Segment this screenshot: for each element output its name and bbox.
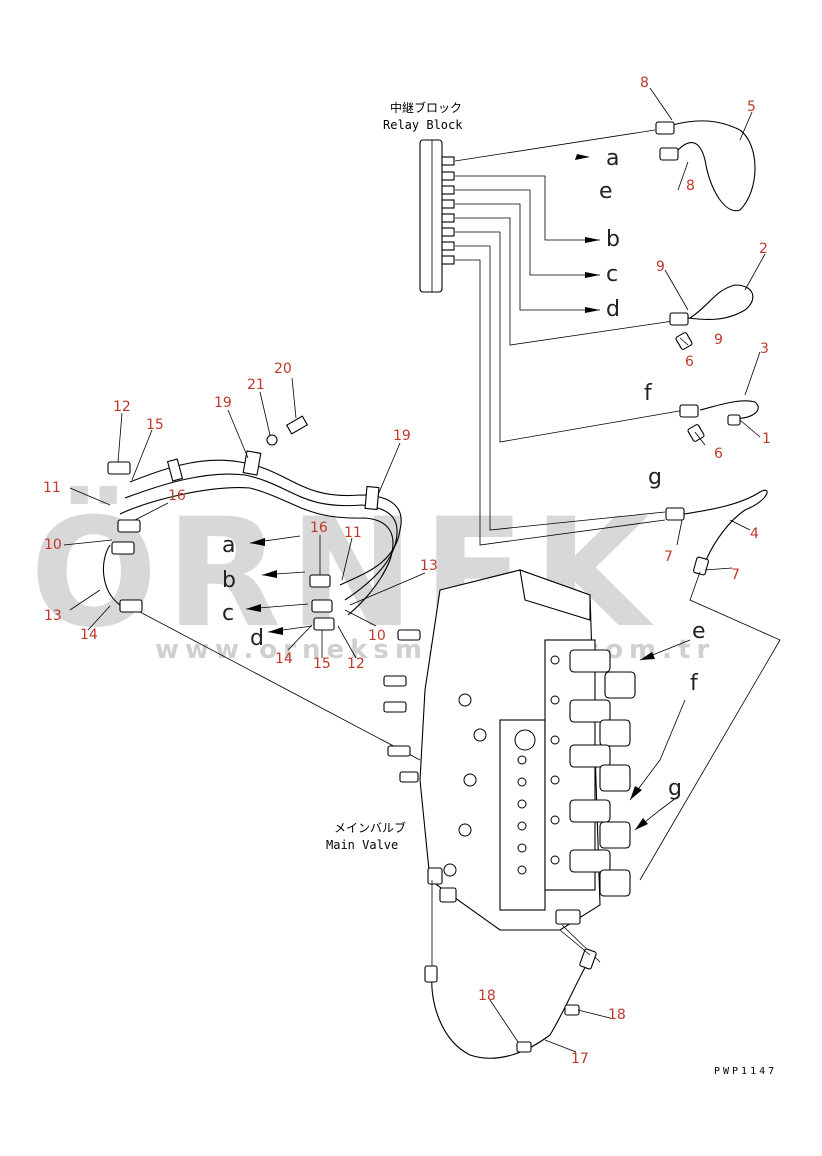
part-label-8: 8 <box>640 75 649 91</box>
part-label-10: 10 <box>368 628 386 644</box>
connection-letter-b: b <box>606 227 620 252</box>
connection-letter-e: e <box>599 179 613 204</box>
right-arrows <box>561 571 781 963</box>
washer-21 <box>266 434 278 446</box>
relay-block <box>419 139 455 293</box>
connection-letter-e: e <box>692 619 706 644</box>
part-label-17: 17 <box>571 1051 589 1067</box>
part-label-6: 6 <box>685 354 694 370</box>
main-valve <box>383 569 636 931</box>
part-label-10: 10 <box>44 537 62 553</box>
part-label-7: 7 <box>731 567 740 583</box>
part-label-1: 1 <box>762 431 771 447</box>
part-label-2: 2 <box>759 241 768 257</box>
connection-letter-c: c <box>222 601 234 626</box>
part-label-8: 8 <box>686 178 695 194</box>
part-label-11: 11 <box>344 525 362 541</box>
part-label-19: 19 <box>214 395 232 411</box>
part-label-16: 16 <box>168 488 186 504</box>
part-label-12: 12 <box>113 399 131 415</box>
hose-17 <box>424 880 597 1059</box>
main-valve-caption-en: Main Valve <box>326 838 398 852</box>
part-label-9: 9 <box>656 259 665 275</box>
part-label-20: 20 <box>274 361 292 377</box>
part-label-4: 4 <box>750 526 759 542</box>
part-number-labels: 8 5 8 9 2 9 3 6 1 6 4 7 7 20 21 19 19 12… <box>43 75 771 1067</box>
part-label-13: 13 <box>420 558 438 574</box>
hose-4 <box>665 489 768 576</box>
connection-letter-a: a <box>606 146 619 171</box>
connection-letter-f: f <box>690 671 699 696</box>
part-label-21: 21 <box>247 377 265 393</box>
hose-3 <box>679 400 759 442</box>
part-label-3: 3 <box>760 341 769 357</box>
part-label-14: 14 <box>80 627 98 643</box>
part-label-15: 15 <box>146 417 164 433</box>
part-label-13: 13 <box>44 608 62 624</box>
relay-routing-lines <box>454 129 686 546</box>
part-label-12: 12 <box>347 656 365 672</box>
leader-lines <box>63 87 766 1053</box>
connection-letter-f: f <box>644 381 653 406</box>
part-label-15: 15 <box>313 656 331 672</box>
bolt-20 <box>285 415 309 435</box>
relay-block-caption-jp: 中継ブロック <box>390 100 462 115</box>
hose-5 <box>655 120 756 212</box>
part-label-7: 7 <box>664 549 673 565</box>
part-label-11: 11 <box>43 480 61 496</box>
connection-letter-c: c <box>606 262 618 287</box>
drawing-code: PWP1147 <box>714 1066 777 1077</box>
connection-letter-b: b <box>222 568 236 593</box>
connection-letter-a: a <box>222 533 235 558</box>
part-label-18: 18 <box>478 988 496 1004</box>
relay-block-caption-en: Relay Block <box>383 118 463 132</box>
part-label-5: 5 <box>747 99 756 115</box>
part-label-19: 19 <box>393 428 411 444</box>
part-label-6: 6 <box>714 446 723 462</box>
connection-letter-d: d <box>250 626 264 651</box>
connection-letter-g: g <box>668 776 682 801</box>
connection-letter-d: d <box>606 297 620 322</box>
part-label-18: 18 <box>608 1007 626 1023</box>
main-valve-caption-jp: メインバルブ <box>334 820 406 835</box>
connection-letter-g: g <box>648 465 662 490</box>
hose-bundle-left <box>102 450 402 631</box>
left-arrows <box>139 535 421 761</box>
connection-letters: a e b c d f g a b c d e f g <box>222 146 706 801</box>
part-label-9: 9 <box>714 332 723 348</box>
part-label-16: 16 <box>310 520 328 536</box>
part-label-14: 14 <box>275 651 293 667</box>
